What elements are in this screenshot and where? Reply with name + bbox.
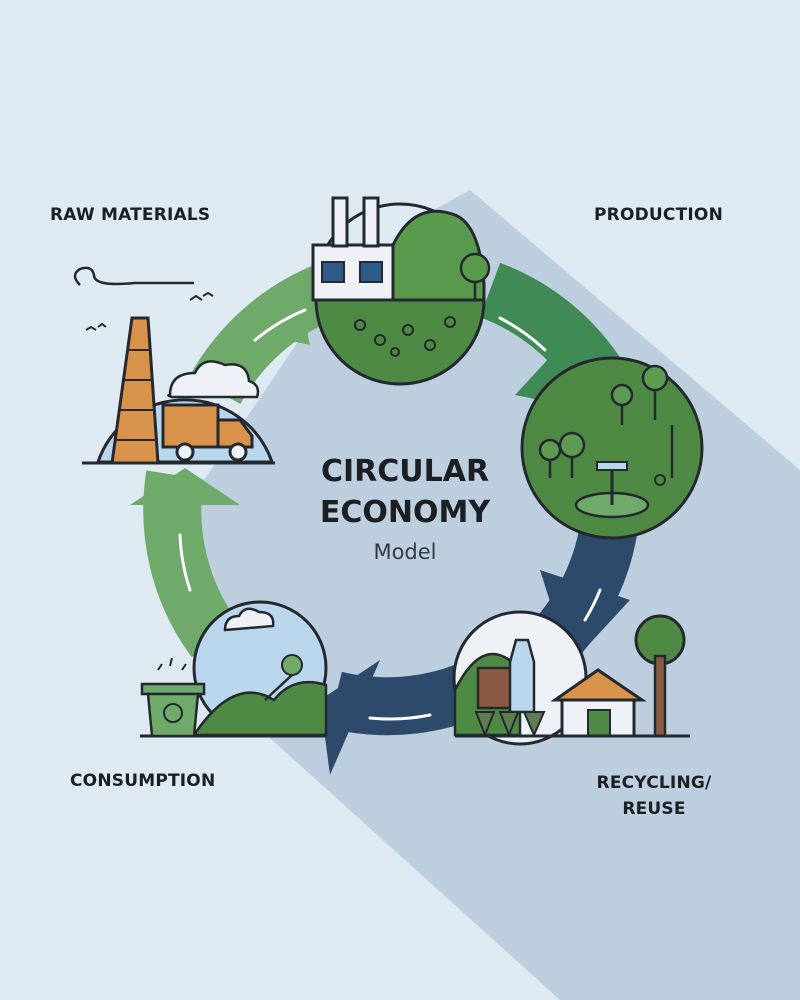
nature-illustration	[520, 356, 704, 540]
production-illustration	[311, 196, 491, 386]
label-recycling-line1: RECYCLING/	[596, 773, 712, 793]
factory-icon	[311, 196, 395, 302]
recycling-illustration	[452, 610, 690, 746]
label-recycling-reuse: RECYCLING/ REUSE	[590, 771, 718, 822]
arrowhead-top-left	[240, 300, 310, 345]
arrow-highlights	[178, 308, 602, 721]
arrowhead-bottom-left	[320, 660, 380, 775]
center-title: CIRCULAR ECONOMY	[290, 452, 520, 533]
house-icon	[550, 668, 647, 738]
label-production: PRODUCTION	[594, 205, 723, 225]
smokestack-icon	[110, 316, 160, 465]
raw-materials-illustration	[73, 266, 275, 465]
cloud-icon	[167, 360, 260, 399]
label-consumption: CONSUMPTION	[70, 771, 216, 791]
center-subtitle: Model	[373, 540, 437, 564]
recycle-bin-icon	[140, 657, 206, 738]
arrowhead-left-up	[130, 468, 240, 505]
tree-icon	[634, 614, 686, 738]
center-title-line2: ECONOMY	[319, 494, 491, 530]
center-title-line1: CIRCULAR	[320, 454, 490, 489]
truck-icon	[161, 403, 254, 462]
label-raw-materials: RAW MATERIALS	[50, 205, 211, 225]
consumption-illustration	[140, 600, 328, 738]
label-recycling-line2: REUSE	[622, 798, 686, 819]
